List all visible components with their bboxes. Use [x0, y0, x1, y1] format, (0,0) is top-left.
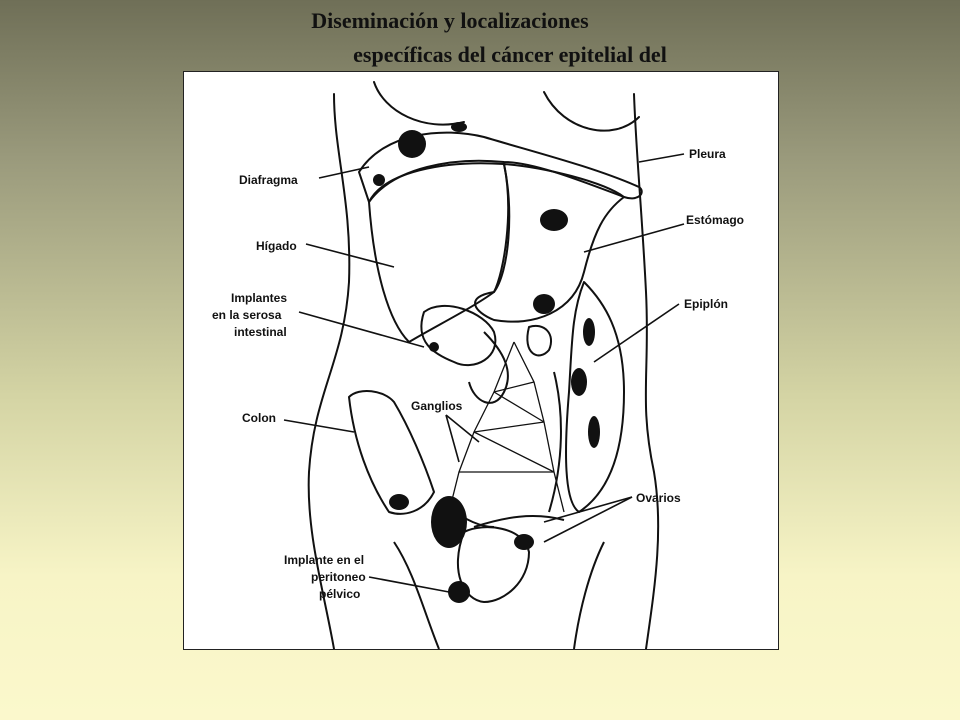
body-outline [307, 81, 660, 649]
small-intestine-shape [420, 304, 497, 367]
label-implantes-line-1: Implantes [231, 291, 287, 305]
label-colon: Colon [242, 411, 276, 425]
label-peritoneo-line-3: pélvico [319, 587, 360, 601]
metastasis-spots [373, 122, 600, 603]
colon-shape [348, 390, 435, 515]
label-pleura: Pleura [689, 147, 726, 161]
label-estomago: Estómago [686, 213, 744, 227]
label-peritoneo-line-2: peritoneo [311, 570, 366, 584]
organs [348, 131, 643, 649]
slide-title-line-2: específicas del cáncer epitelial del [353, 42, 667, 67]
liver-shape [368, 162, 510, 343]
diaphragm-shape [358, 131, 643, 203]
label-diafragma: Diafragma [239, 173, 298, 187]
leader-lines [283, 153, 685, 593]
label-epiplon: Epiplón [684, 297, 728, 311]
anatomy-illustration-panel: Diafragma Hígado Implantes en la serosa … [183, 71, 779, 650]
label-higado: Hígado [256, 239, 297, 253]
label-ganglios: Ganglios [411, 399, 463, 413]
label-implantes-line-3: intestinal [234, 325, 287, 339]
lymph-node-network [448, 341, 565, 513]
slide-title-line-1: Diseminación y localizaciones [311, 8, 589, 33]
label-implantes-line-2: en la serosa [212, 308, 282, 322]
stomach-shape [474, 163, 625, 323]
omentum-shape [565, 281, 625, 513]
label-ovarios: Ovarios [636, 491, 681, 505]
anatomy-drawing: Diafragma Hígado Implantes en la serosa … [212, 81, 744, 649]
label-peritoneo-line-1: Implante en el [284, 553, 364, 567]
